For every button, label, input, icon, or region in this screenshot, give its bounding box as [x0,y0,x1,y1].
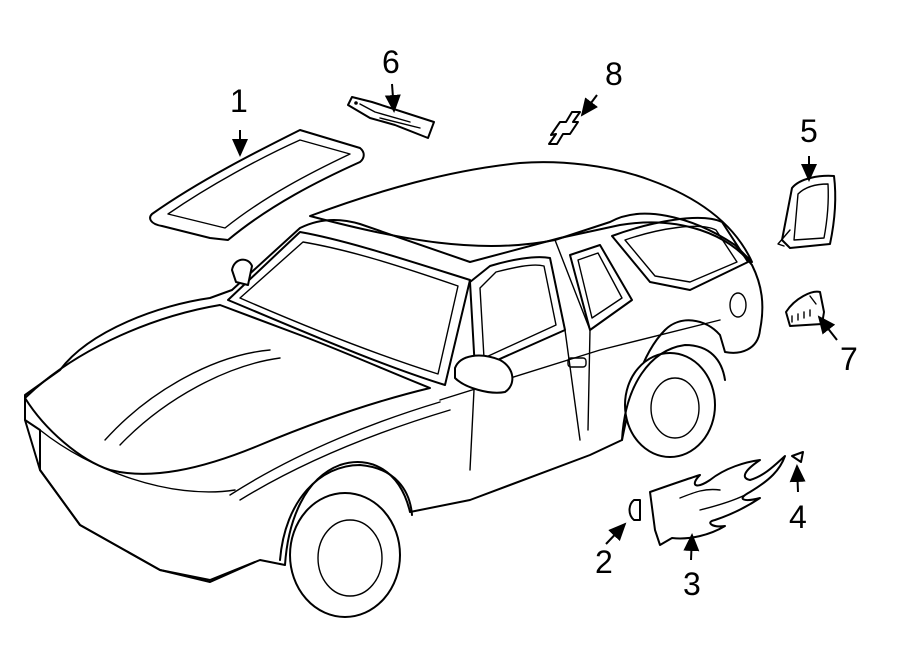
part-2-decal[interactable] [628,499,641,521]
hood-stripe [229,401,451,501]
rear-wheel [624,352,716,458]
front-wheel [289,492,401,618]
callout-3-label: 3 [683,566,701,602]
far-mirror [231,258,253,286]
side-mirror [454,354,514,394]
callout-6-label: 6 [382,44,400,80]
vehicle-hood [24,304,431,475]
front-door-window [469,256,566,371]
front-bumper [24,419,256,583]
part-8-bowtie-emblem[interactable] [548,111,581,145]
callout-8-arrow [580,94,598,117]
callout-7-label: 7 [840,341,858,377]
hood-stripe [104,349,281,446]
vehicle-body [24,161,764,618]
fuel-door [729,292,747,318]
door-seam [469,239,591,471]
callout-1-label: 1 [230,83,248,119]
door-handle [567,357,587,368]
callout-labels: 1 2 3 4 5 6 7 8 [230,44,858,602]
grille-line [39,429,236,493]
callout-arrows [232,83,838,561]
rear-door-window [569,244,633,331]
windshield [227,231,471,386]
callout-4-arrow [789,464,806,493]
callout-8-label: 8 [605,56,623,92]
part-3-flame-decal[interactable] [649,455,786,546]
callout-4-label: 4 [789,499,807,535]
callout-3-arrow [683,533,700,561]
callout-2-arrow [605,522,627,545]
windshield-inner [239,241,459,375]
vehicle-outline [24,218,764,581]
part-1-sunroof-glass[interactable] [149,129,365,241]
rear-door-window-inner [577,252,623,319]
callout-2-label: 2 [595,544,613,580]
rear-wheel-arch [621,344,726,441]
part-7-side-vent[interactable] [785,290,825,327]
part-6-roof-panel[interactable] [347,96,435,139]
front-wheel-rim [317,519,383,597]
front-door-window-inner [479,264,557,359]
callout-7-arrow [817,315,838,341]
vehicle-roof [309,161,753,263]
front-wheel-arch [279,464,413,561]
part-4-decal-tip[interactable] [791,451,804,463]
callout-5-label: 5 [800,113,818,149]
quarter-window [611,216,749,291]
part-5-quarter-glass[interactable] [777,174,837,249]
callout-6-arrow [384,83,401,113]
rear-wheel-rim [650,377,700,439]
quarter-window-inner [624,225,738,283]
